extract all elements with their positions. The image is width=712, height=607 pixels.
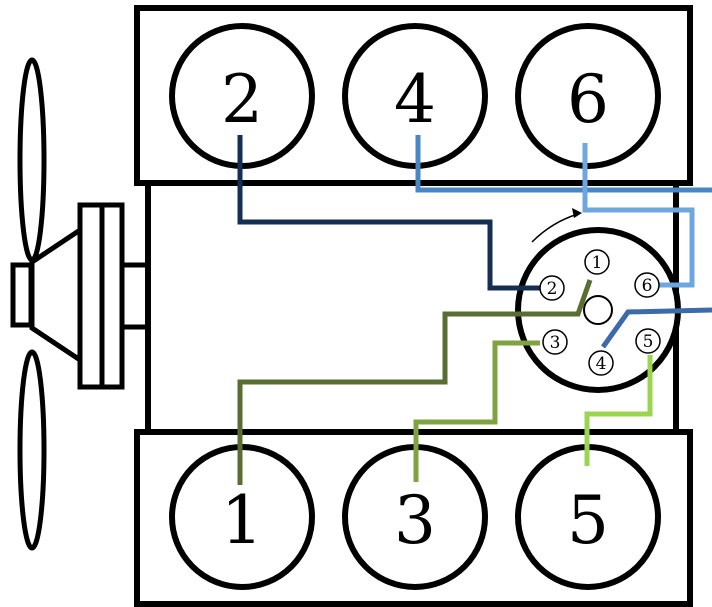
cylinder-5: 5 (515, 444, 661, 590)
terminal-label: 6 (642, 276, 653, 296)
cylinder-6: 6 (515, 23, 661, 169)
wire-cylinder-6 (582, 143, 695, 288)
wire-cylinder-1 (237, 279, 593, 485)
cylinder-label: 4 (394, 61, 436, 138)
cylinder-label: 5 (567, 482, 609, 559)
pulley-icon (29, 202, 151, 390)
cylinder-3: 3 (342, 444, 488, 590)
cylinder-label: 2 (221, 61, 263, 138)
rotor-center (583, 295, 613, 325)
wire-cylinder-4-terminal (600, 307, 712, 349)
terminal-2: 2 (539, 275, 565, 301)
terminal-3: 3 (542, 329, 568, 355)
wire-cylinder-3 (413, 340, 540, 482)
terminal-5: 5 (635, 328, 661, 354)
cylinder-4: 4 (342, 23, 488, 169)
wire-cylinder-4 (415, 135, 712, 193)
cylinder-1: 1 (169, 444, 315, 590)
wire-cylinder-2 (237, 135, 540, 291)
wire-cylinder-5 (584, 355, 653, 466)
terminal-label: 2 (547, 279, 558, 299)
terminal-label: 4 (596, 354, 607, 374)
terminal-4: 4 (588, 350, 614, 376)
terminal-label: 5 (643, 332, 654, 352)
rotation-arrow-icon (531, 208, 582, 243)
cylinder-label: 3 (394, 482, 436, 559)
cylinder-label: 1 (221, 482, 263, 559)
cylinder-2: 2 (169, 23, 315, 169)
terminal-label: 1 (592, 253, 603, 273)
cylinder-label: 6 (567, 61, 609, 138)
terminal-1: 1 (584, 249, 610, 275)
terminal-6: 6 (634, 272, 660, 298)
terminal-label: 3 (550, 333, 561, 353)
